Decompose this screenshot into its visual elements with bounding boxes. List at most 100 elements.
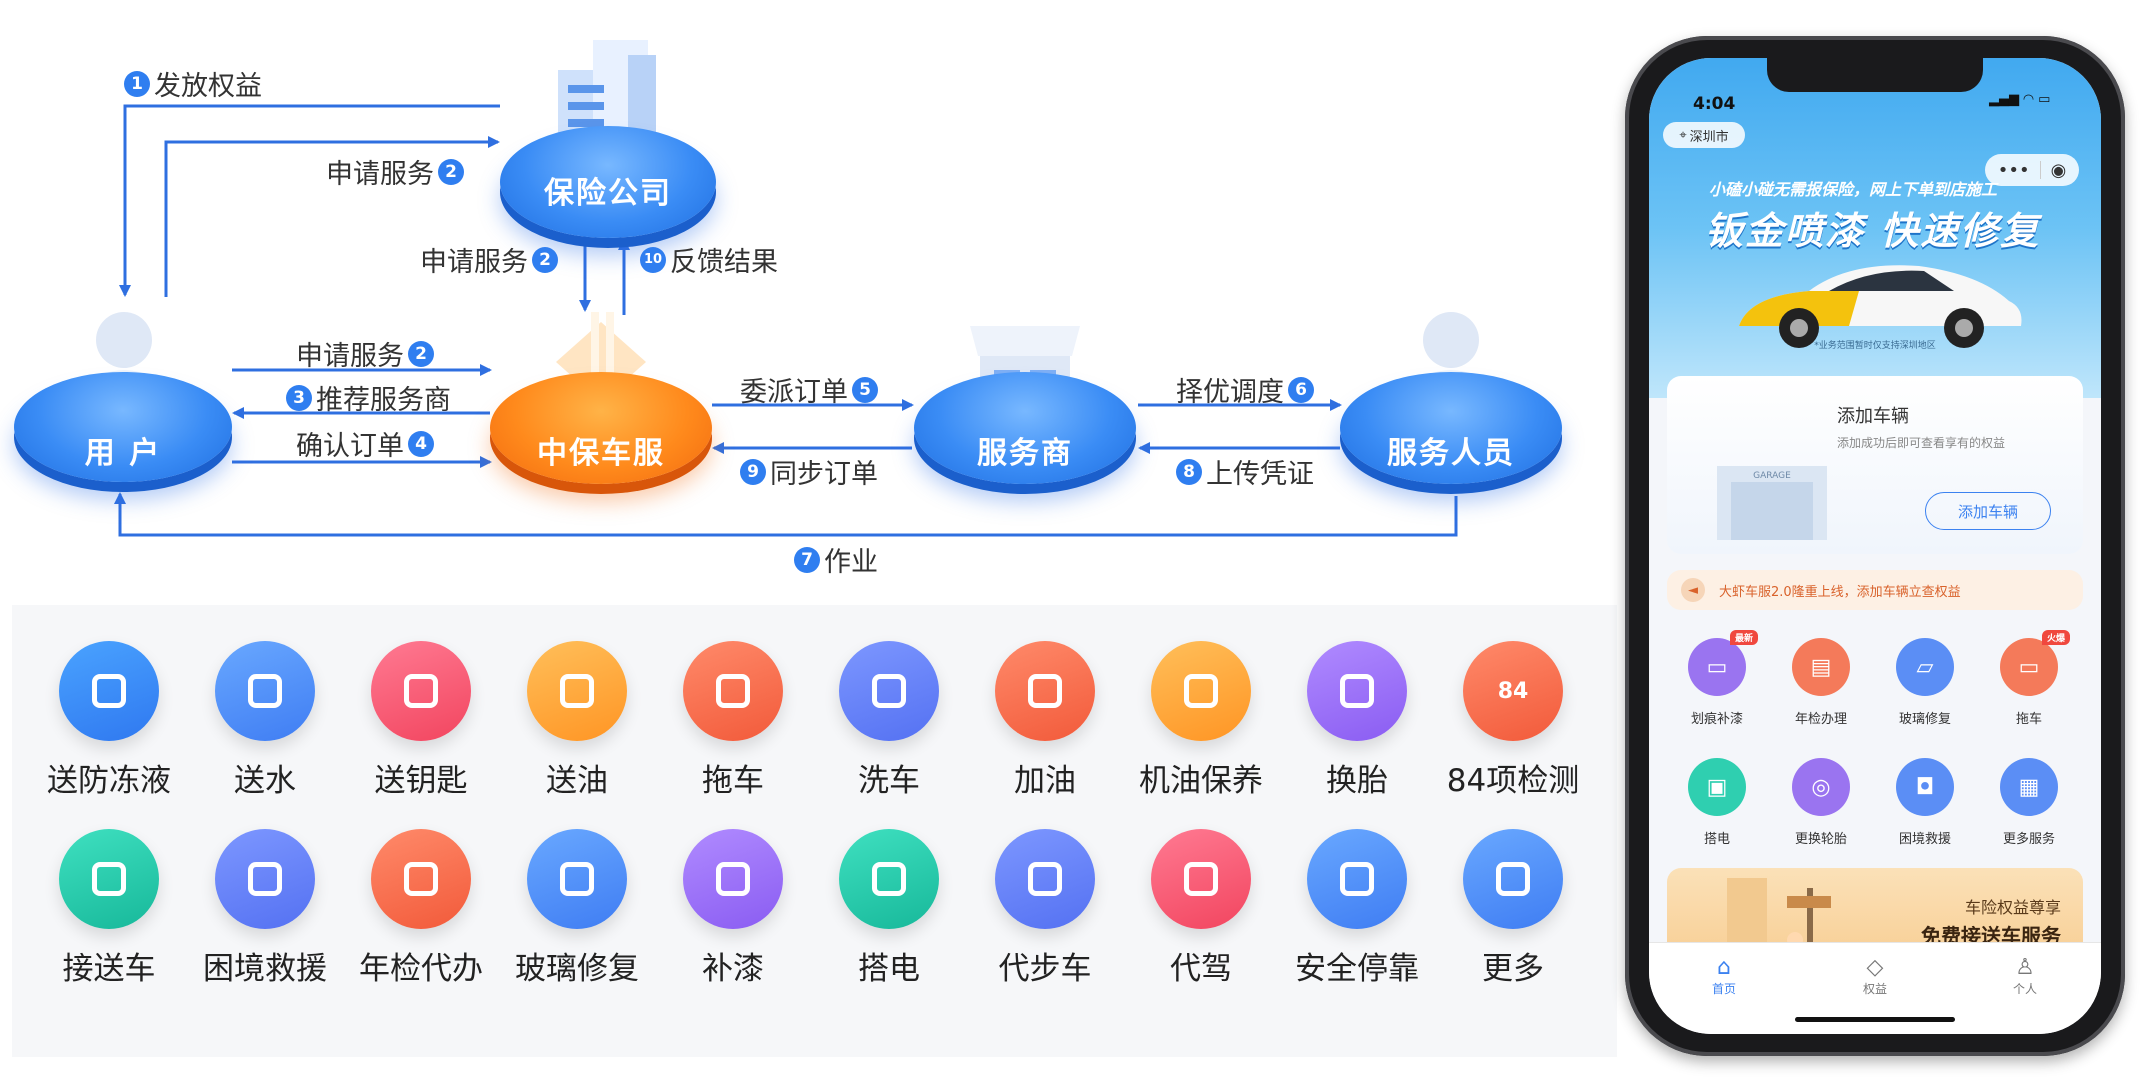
diamond-icon: ◇ [1866, 955, 1884, 980]
service-item[interactable]: 代步车 [970, 829, 1120, 988]
megaphone-icon: ◄ [1681, 578, 1705, 602]
service-icon-text: 84 [1497, 678, 1529, 704]
pickup-car-icon [59, 829, 159, 929]
service-item[interactable]: 更多 [1438, 829, 1588, 988]
service-label: 送油 [546, 763, 608, 799]
service-label: 加油 [1014, 763, 1076, 799]
shortcut-item[interactable]: ▭火爆拖车 [1979, 630, 2079, 727]
service-label: 洗车 [858, 763, 920, 799]
service-item[interactable]: 换胎 [1282, 641, 1432, 800]
engine-oil-icon [1151, 641, 1251, 741]
inspection-shield-icon: 84 [1463, 641, 1563, 741]
city-selector[interactable]: ⌖ 深圳市 [1663, 122, 1745, 148]
mini-program-capsule[interactable]: ••• ◉ [1985, 154, 2079, 186]
service-label: 84项检测 [1446, 763, 1580, 799]
node-label-user: 用 户 [84, 436, 162, 471]
node-label-provider: 服务商 [977, 436, 1073, 471]
fuel-pump-icon [995, 641, 1095, 741]
service-label: 代步车 [998, 951, 1092, 987]
services-grid: 送防冻液 送水 送钥匙送油 拖车洗车 加油 机油保养换胎 84 84项检测接送车困境救援年检代… [12, 605, 1617, 1057]
service-item[interactable]: 拖车 [658, 641, 808, 800]
promo-title: 车险权益尊享 [1964, 898, 2061, 917]
service-label: 更多 [1482, 951, 1544, 987]
node-label-insurance: 保险公司 [544, 176, 672, 211]
add-car-button[interactable]: 添加车辆 [1925, 492, 2051, 530]
service-label: 安全停靠 [1295, 951, 1419, 987]
shortcut-item[interactable]: ◘困境救援 [1875, 758, 1975, 847]
more-dots-icon[interactable]: ••• [1997, 159, 2030, 181]
car-key-icon [371, 641, 471, 741]
service-label: 代驾 [1170, 951, 1232, 987]
service-item[interactable]: 搭电 [814, 829, 964, 988]
service-item[interactable]: 接送车 [34, 829, 184, 988]
shortcut-badge: 火爆 [2041, 630, 2070, 645]
shortcut-icon: ▦ [2000, 758, 2058, 816]
notice-bar[interactable]: ◄ 大虾车服2.0隆重上线，添加车辆立查权益 [1667, 570, 2083, 610]
shortcut-item[interactable]: ▭最新划痕补漆 [1667, 630, 1767, 727]
flow-arrows [114, 104, 1458, 537]
close-target-icon[interactable]: ◉ [2050, 159, 2067, 181]
shortcut-label: 更换轮胎 [1794, 832, 1847, 847]
shortcut-icon: ▭火爆 [2000, 630, 2070, 696]
annual-inspection-icon [371, 829, 471, 929]
service-item[interactable]: 年检代办 [346, 829, 496, 988]
service-item[interactable]: 84 84项检测 [1438, 641, 1588, 800]
sports-car-image [1739, 265, 2022, 348]
service-item[interactable]: 送水 [190, 641, 340, 800]
service-item[interactable]: 安全停靠 [1282, 829, 1432, 988]
service-item[interactable]: 代驾 [1126, 829, 1276, 988]
shortcut-item[interactable]: ◎更换轮胎 [1771, 758, 1871, 847]
service-item[interactable]: 送油 [502, 641, 652, 800]
shortcut-label: 更多服务 [2002, 832, 2055, 847]
service-item[interactable]: 洗车 [814, 641, 964, 800]
shortcut-item[interactable]: ▦ 更多服务 [1979, 758, 2079, 847]
tire-icon [1307, 641, 1407, 741]
tab-profile[interactable]: ♙ 个人 [1975, 955, 2075, 997]
wifi-icon: ◠ [2023, 92, 2034, 107]
service-item[interactable]: 加油 [970, 641, 1120, 800]
shortcut-icon: ▣ [1688, 758, 1746, 816]
node-insurance-company: 保险公司 [500, 30, 716, 250]
status-icons: ▂▄▆ ◠ ▭ [1989, 92, 2050, 107]
tab-benefits[interactable]: ◇ 权益 [1825, 955, 1925, 997]
more-grid-icon [1463, 829, 1563, 929]
phone-mockup: 小磕小碰无需报保险，网上下单到店施工 钣金喷漆 快速修复 *业务范围暂时仅支持深… [1625, 36, 2125, 1056]
shortcut-label: 拖车 [2015, 712, 2042, 727]
service-item[interactable]: 补漆 [658, 829, 808, 988]
service-item[interactable]: 困境救援 [190, 829, 340, 988]
shortcut-item[interactable]: ▱玻璃修复 [1875, 638, 1975, 727]
service-label: 搭电 [858, 951, 920, 987]
node-user: 用 户 [14, 300, 232, 500]
steering-wheel-icon [1151, 829, 1251, 929]
service-item[interactable]: 送钥匙 [346, 641, 496, 800]
tab-home[interactable]: ⌂ 首页 [1674, 955, 1774, 997]
service-item[interactable]: 机油保养 [1126, 641, 1276, 800]
service-item[interactable]: 玻璃修复 [502, 829, 652, 988]
banner-title: 钣金喷漆 快速修复 [1705, 209, 2041, 253]
service-label: 送水 [234, 763, 296, 799]
phone-screen: 小磕小碰无需报保险，网上下单到店施工 钣金喷漆 快速修复 *业务范围暂时仅支持深… [1649, 58, 2101, 1034]
node-label-staff: 服务人员 [1387, 436, 1515, 471]
shortcut-item[interactable]: ▤年检办理 [1771, 638, 1871, 727]
shortcut-label: 困境救援 [1898, 832, 1951, 847]
location-pin-icon: ⌖ [1679, 127, 1687, 143]
service-flow-diagram: 保险公司 用 户 中保车服 服务商 [0, 0, 1620, 590]
shortcut-item[interactable]: ▣搭电 [1667, 758, 1767, 847]
service-label: 送防冻液 [47, 763, 171, 799]
battery-status-icon: ▭ [2038, 92, 2051, 107]
notice-text: 大虾车服2.0隆重上线，添加车辆立查权益 [1719, 584, 1961, 600]
service-item[interactable]: 送防冻液 [34, 641, 184, 800]
antifreeze-bottle-icon [59, 641, 159, 741]
add-car-title: 添加车辆 [1837, 406, 1909, 427]
home-indicator [1795, 1017, 1955, 1022]
promo-banner[interactable]: 小磕小碰无需报保险，网上下单到店施工 钣金喷漆 快速修复 *业务范围暂时仅支持深… [1649, 58, 2101, 398]
add-car-card: GARAGE 添加车辆 添加成功后即可查看享有的权益 添加车辆 [1667, 376, 2083, 554]
service-shortcut-grid: ▭最新划痕补漆▤年检办理▱玻璃修复▭火爆拖车▣搭电◎更换轮胎◘困境救援▦更多服务 [1649, 630, 2101, 868]
shortcut-label: 年检办理 [1794, 712, 1847, 727]
